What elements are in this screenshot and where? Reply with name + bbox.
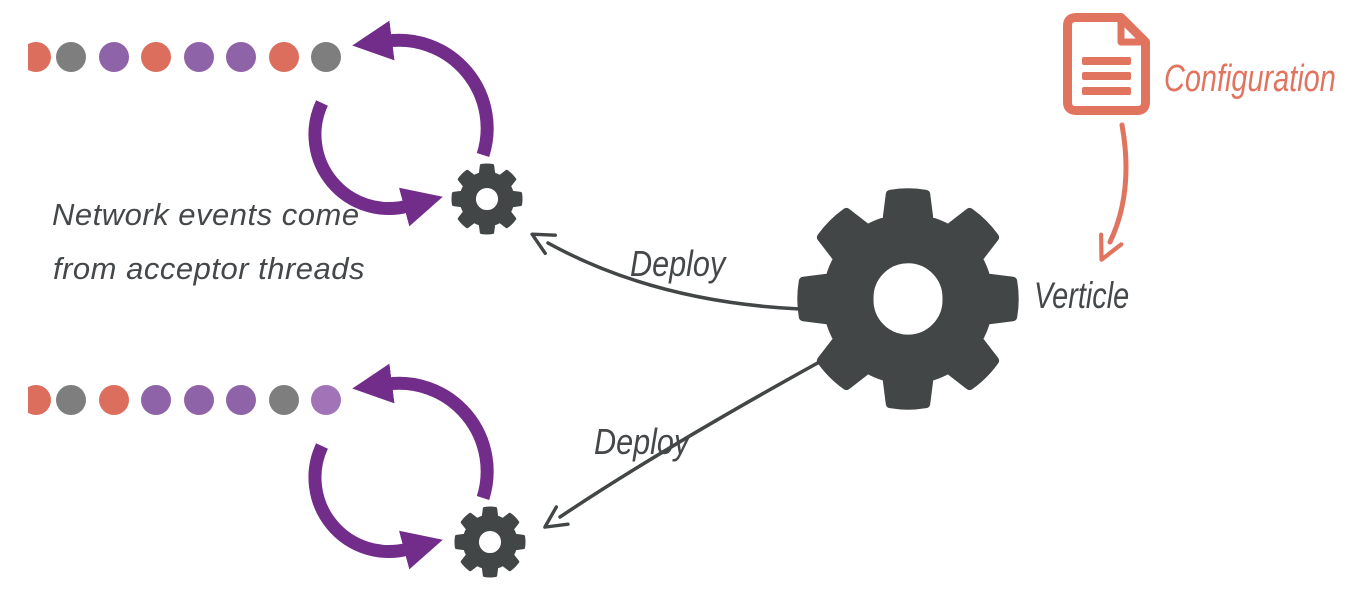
event-dot	[311, 42, 341, 72]
event-dot	[56, 385, 86, 415]
event-stream-bottom	[28, 385, 341, 415]
event-dot	[99, 42, 129, 72]
event-loop-gear-icon	[454, 506, 526, 578]
event-dot	[269, 385, 299, 415]
loop-arrow-icon	[308, 100, 443, 227]
loop-arrow-icon	[352, 363, 494, 500]
event-dot	[56, 42, 86, 72]
document-text-lines	[1082, 57, 1131, 95]
event-stream-top	[28, 42, 341, 72]
event-dot	[28, 42, 51, 72]
document-fold	[1117, 14, 1149, 46]
network-events-note-line2: from acceptor threads	[53, 251, 366, 286]
configuration-document-icon	[1063, 13, 1150, 262]
deploy-label-top: Deploy	[630, 243, 726, 284]
configuration-arrow-icon	[1099, 122, 1129, 262]
event-dot	[311, 385, 341, 415]
deploy-label-bottom: Deploy	[594, 421, 690, 462]
event-dot	[226, 385, 256, 415]
deploy-arrows	[530, 232, 825, 529]
event-dot	[141, 42, 171, 72]
event-dot	[28, 385, 51, 415]
verticle-label: Verticle	[1034, 275, 1130, 316]
event-loop-gear-icon	[451, 163, 523, 235]
event-dot	[269, 42, 299, 72]
configuration-label: Configuration	[1164, 58, 1336, 100]
event-dot	[99, 385, 129, 415]
verticle-gear-icon	[797, 188, 1019, 410]
deploy-arrow-top-icon	[530, 232, 802, 311]
event-loop-arrows-bottom	[308, 363, 494, 570]
event-loop-arrows-top	[308, 20, 494, 227]
loop-arrow-icon	[352, 20, 494, 157]
event-dot	[184, 385, 214, 415]
network-events-note-line1: Network events come	[52, 197, 360, 232]
event-dot	[226, 42, 256, 72]
event-dot	[141, 385, 171, 415]
loop-arrow-icon	[308, 443, 443, 570]
event-dot	[184, 42, 214, 72]
deploy-arrow-bottom-icon	[543, 358, 825, 529]
